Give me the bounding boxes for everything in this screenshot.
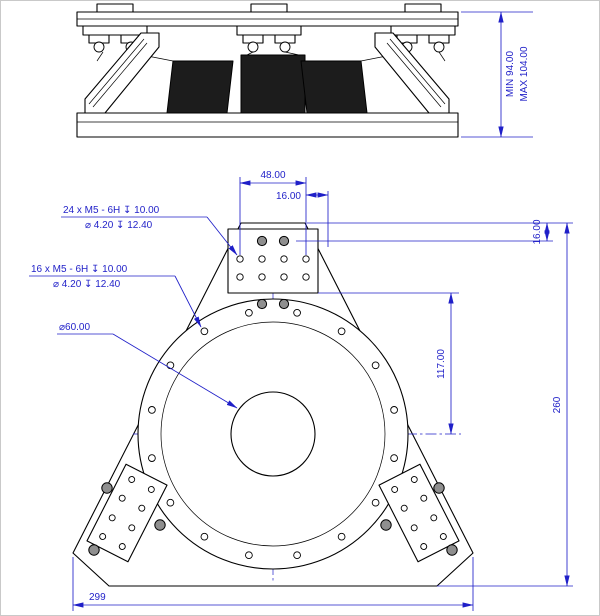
actuator-body-left: [166, 60, 234, 114]
dimension-117: 117.00: [318, 292, 459, 435]
bolt-circle-holes: [148, 308, 398, 560]
dim-260-label: 260: [552, 396, 563, 413]
dim-48-label: 48.00: [260, 170, 285, 181]
corner-pad-left: [86, 463, 168, 563]
dimension-260: 260: [437, 222, 573, 587]
top-clamp-blocks: [96, 3, 442, 13]
dim-299-label: 299: [89, 592, 106, 603]
callout-24xM5: 24 x M5 - 6H ↧ 10.00 ⌀ 4.20 ↧ 12.40: [61, 205, 238, 256]
corner-pad-right: [378, 463, 460, 563]
plan-view: 48.00 16.00 16.00 260 117.00: [29, 170, 573, 611]
callout-24-line1: 24 x M5 - 6H ↧ 10.00: [63, 205, 160, 216]
dim-16-top-label: 16.00: [276, 191, 301, 202]
side-view: MIN 94.00 MAX 104.00: [76, 3, 533, 138]
dimension-48: 48.00: [239, 170, 307, 255]
corner-pad-left-cbore-holes: [88, 482, 166, 556]
side-view-height-dimension: MIN 94.00 MAX 104.00: [461, 11, 533, 138]
height-max-label: MAX 104.00: [519, 46, 530, 101]
dimension-299: 299: [72, 557, 474, 611]
dimension-16-top: 16.00: [276, 191, 329, 247]
flexure-joint-center: [236, 25, 302, 56]
callout-16-line2: ⌀ 4.20 ↧ 12.40: [53, 279, 121, 290]
height-min-label: MIN 94.00: [505, 50, 516, 97]
callout-24-line2: ⌀ 4.20 ↧ 12.40: [85, 220, 153, 231]
callout-d60-label: ⌀60.00: [59, 322, 90, 333]
central-flange: [137, 298, 409, 570]
base-plate-side: [76, 112, 459, 138]
corner-pad-right-cbore-holes: [380, 482, 458, 556]
callout-16xM5: 16 x M5 - 6H ↧ 10.00 ⌀ 4.20 ↧ 12.40: [29, 264, 202, 328]
center-bore-hole: [230, 391, 316, 477]
top-platform-plate: [76, 11, 459, 27]
top-mounting-pad: [227, 228, 319, 310]
dimension-16-right: 16.00: [296, 219, 573, 245]
dim-117-label: 117.00: [436, 349, 447, 379]
dim-16-right-label: 16.00: [532, 219, 543, 244]
callout-center-bore: ⌀60.00: [57, 322, 238, 409]
actuator-body-center: [240, 54, 306, 114]
actuator-body-right: [300, 60, 368, 114]
callout-16-line1: 16 x M5 - 6H ↧ 10.00: [31, 264, 128, 275]
